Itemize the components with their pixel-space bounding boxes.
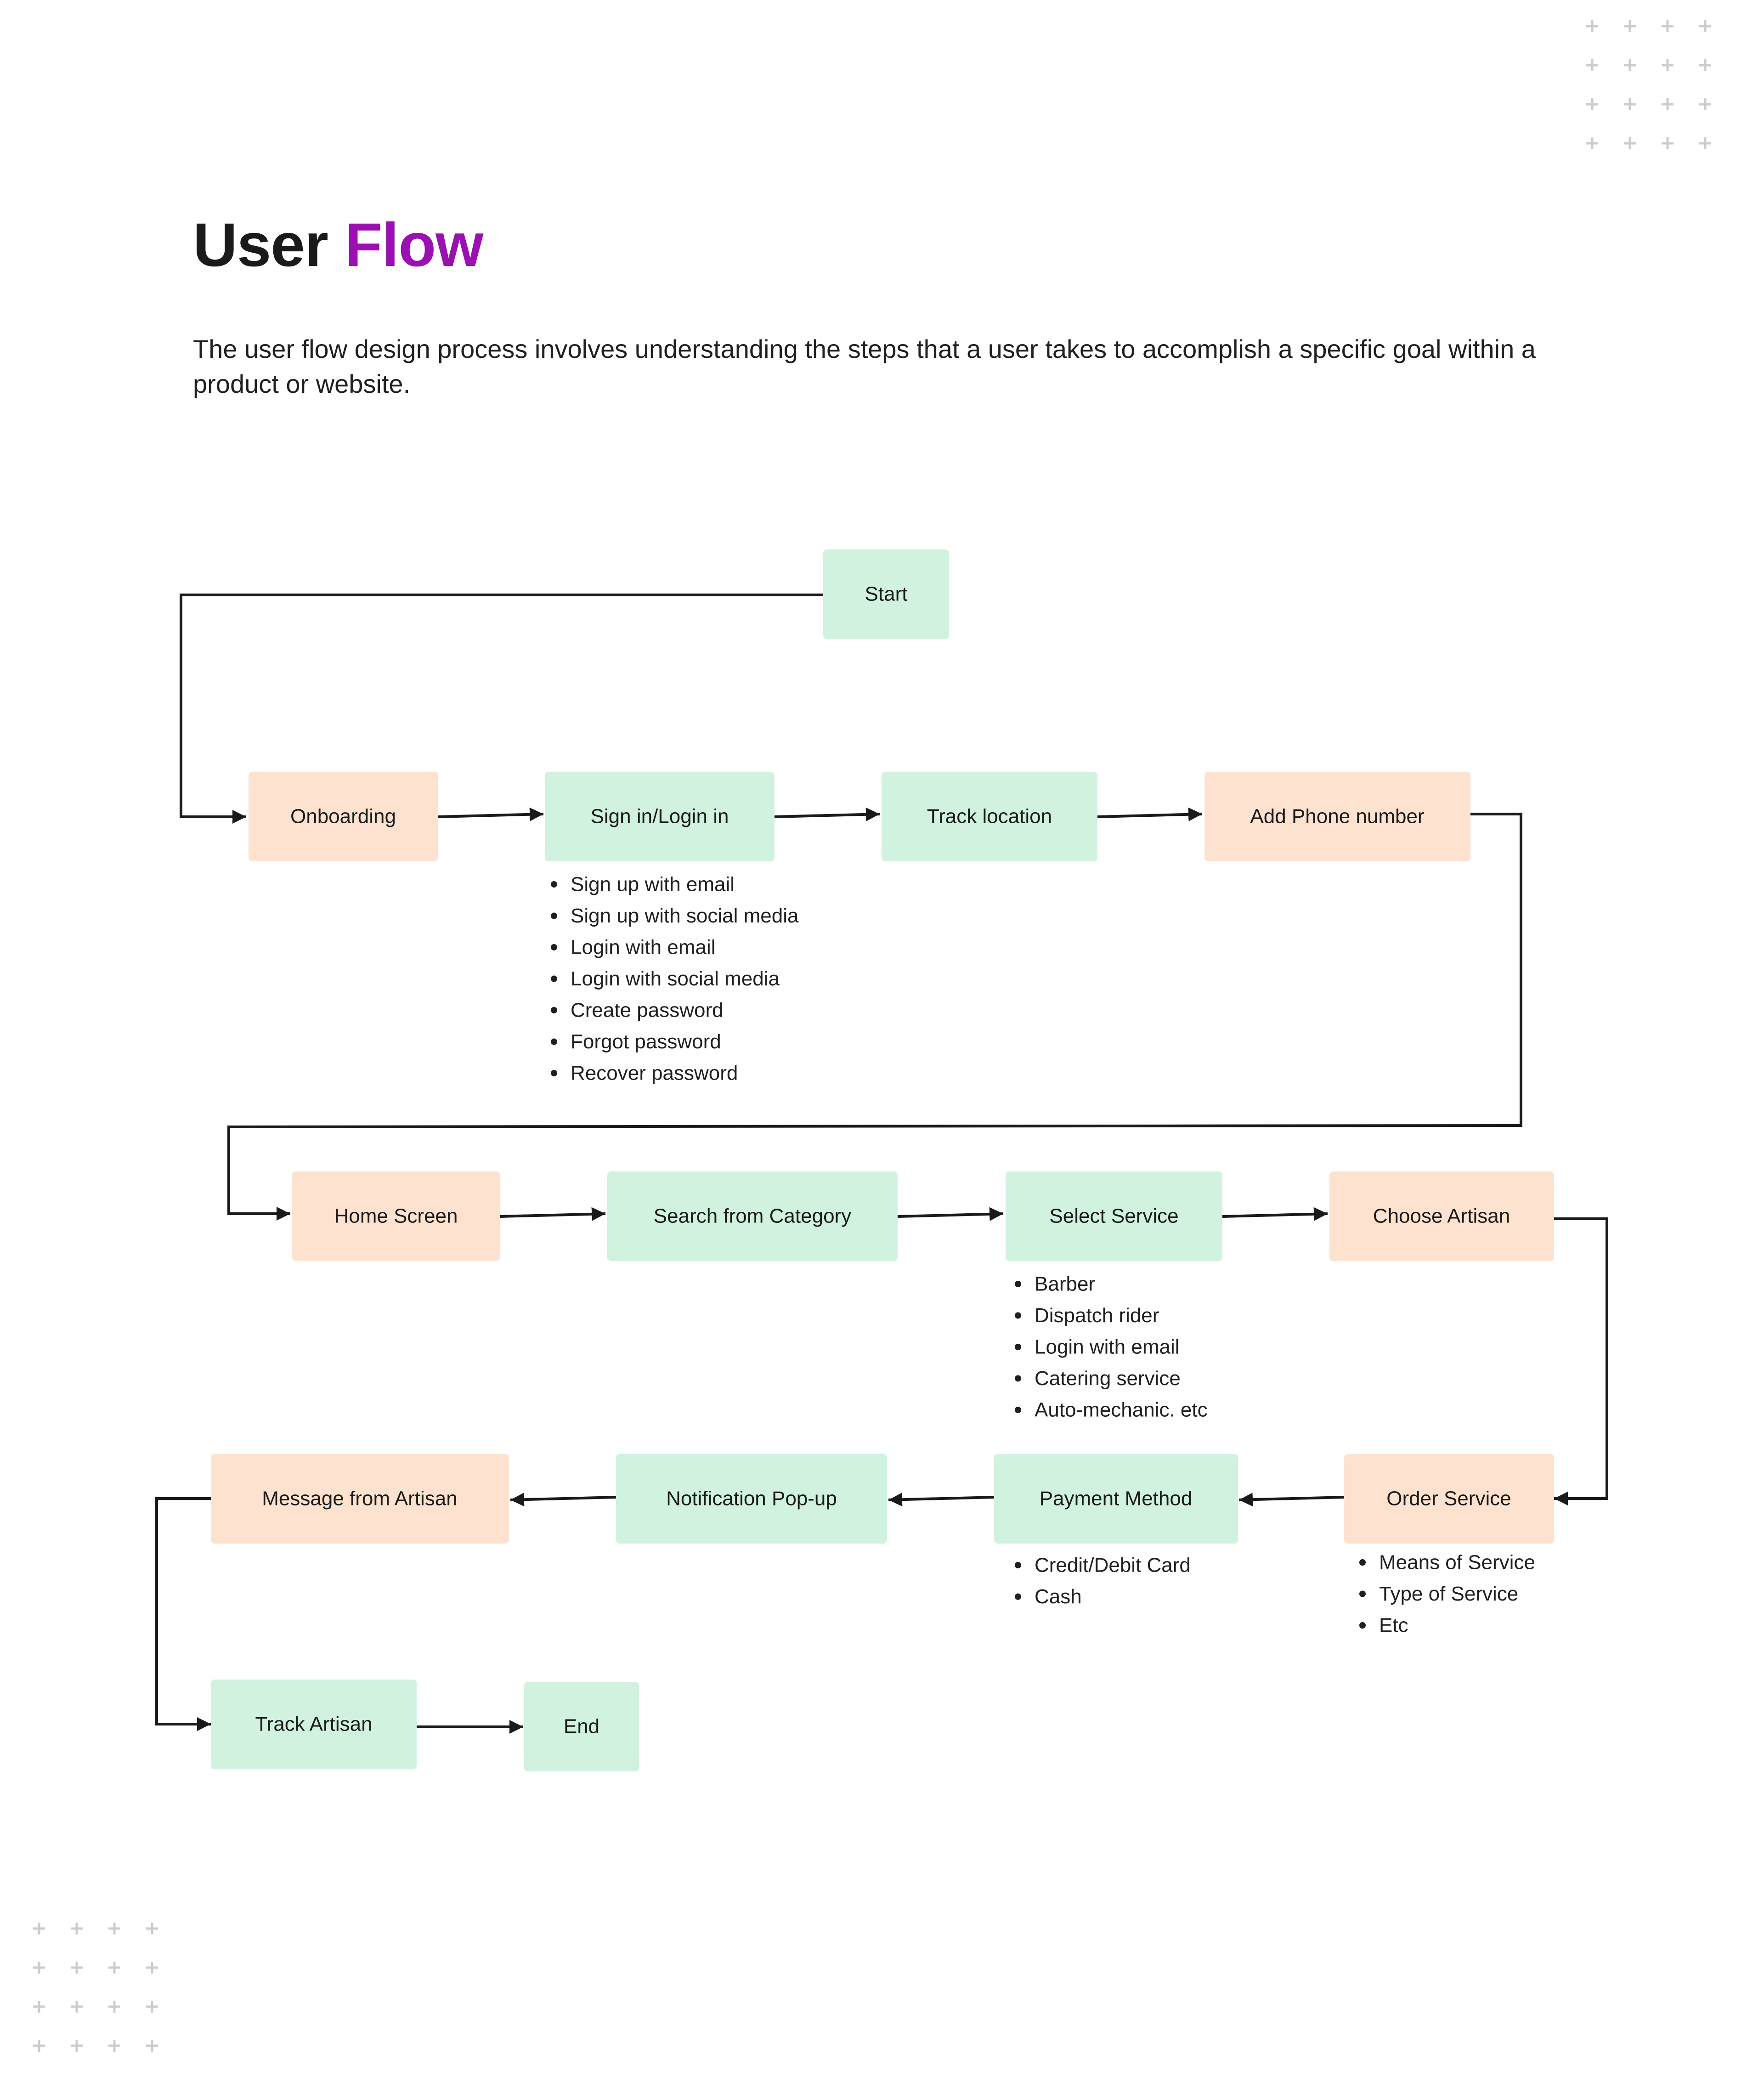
- bullet-dot: [1359, 1590, 1366, 1597]
- connector-track-location-add-phone: [1097, 807, 1203, 821]
- note-item: Dispatch rider: [1035, 1304, 1159, 1327]
- plus-pattern-top-right: [1586, 20, 1711, 149]
- bullet-dot: [551, 1038, 557, 1045]
- node-choose-artisan: Choose Artisan: [1329, 1171, 1554, 1261]
- node-select-service: Select Service: [1006, 1171, 1222, 1261]
- node-label: Track Artisan: [255, 1713, 372, 1736]
- connectors: [155, 594, 1608, 1734]
- bullet-dot: [1015, 1312, 1021, 1319]
- node-track-artisan: Track Artisan: [211, 1680, 417, 1769]
- node-label: Message from Artisan: [262, 1488, 458, 1510]
- node-add-phone-number: Add Phone number: [1204, 772, 1470, 861]
- note-item: Type of Service: [1379, 1583, 1518, 1605]
- bullet-dot: [1015, 1593, 1021, 1600]
- bullet-dot: [551, 944, 557, 950]
- note-item: Auto-mechanic. etc: [1035, 1399, 1208, 1421]
- note-item: Catering service: [1035, 1367, 1181, 1390]
- title-main: User: [193, 211, 328, 279]
- node-notification-popup: Notification Pop-up: [616, 1454, 887, 1544]
- note-item: Credit/Debit Card: [1035, 1554, 1191, 1577]
- note-item: Login with email: [571, 936, 716, 959]
- note-item: Login with social media: [571, 967, 780, 990]
- connector-start-onboarding: [180, 594, 823, 824]
- connector-message-track-artisan: [155, 1492, 225, 1731]
- connector-payment-notification: [888, 1493, 995, 1507]
- connector-signin-track-location: [774, 807, 880, 821]
- node-search-from-category: Search from Category: [607, 1171, 898, 1261]
- node-message-from-artisan: Message from Artisan: [211, 1454, 509, 1544]
- node-label: Order Service: [1386, 1488, 1511, 1510]
- bullet-dot: [1359, 1622, 1366, 1629]
- node-signin: Sign in/Login in: [545, 772, 775, 861]
- connector-select-service-choose-artisan: [1222, 1207, 1328, 1221]
- note-item: Create password: [571, 999, 724, 1022]
- note-item: Means of Service: [1379, 1551, 1535, 1574]
- bullet-dot: [1015, 1344, 1021, 1350]
- note-item: Etc: [1379, 1614, 1408, 1637]
- note-item: Forgot password: [571, 1030, 721, 1053]
- plus-pattern-bottom-left: [33, 1923, 158, 2052]
- bullet-dot: [1359, 1559, 1366, 1566]
- node-label: End: [564, 1715, 599, 1738]
- connector-search-select-service: [897, 1207, 1004, 1221]
- bullet-dot: [551, 1070, 557, 1076]
- node-label: Payment Method: [1040, 1488, 1193, 1510]
- connector-onboarding-signin: [438, 807, 544, 821]
- note-item: Sign up with social media: [571, 905, 799, 927]
- node-track-location: Track location: [882, 772, 1097, 861]
- connector-add-phone-home: [227, 813, 1522, 1221]
- node-payment-method: Payment Method: [994, 1454, 1238, 1544]
- node-label: Select Service: [1049, 1205, 1178, 1228]
- bullet-dot: [551, 1007, 557, 1013]
- node-label: Sign in/Login in: [591, 805, 729, 828]
- bullet-dot: [1015, 1281, 1021, 1287]
- node-label: Notification Pop-up: [666, 1488, 837, 1510]
- connector-notification-message: [510, 1493, 616, 1507]
- node-end: End: [524, 1682, 639, 1771]
- node-label: Track location: [927, 805, 1052, 828]
- note-item: Recover password: [571, 1062, 738, 1085]
- node-start: Start: [823, 549, 949, 639]
- connector-order-payment: [1238, 1493, 1345, 1507]
- bullet-dot: [551, 881, 557, 888]
- node-home-screen: Home Screen: [292, 1171, 500, 1261]
- node-label: Onboarding: [290, 805, 396, 828]
- note-item: Login with email: [1035, 1336, 1180, 1358]
- node-label: Home Screen: [334, 1205, 458, 1228]
- bullet-dot: [1015, 1562, 1021, 1568]
- node-label: Search from Category: [654, 1205, 851, 1228]
- bullet-dot: [551, 975, 557, 982]
- node-label: Choose Artisan: [1373, 1205, 1510, 1228]
- bullet-dot: [1015, 1407, 1021, 1413]
- note-item: Barber: [1035, 1273, 1095, 1295]
- note-item: Sign up with email: [571, 873, 735, 896]
- bullet-dot: [1015, 1375, 1021, 1382]
- connector-home-search: [499, 1207, 606, 1221]
- node-order-service: Order Service: [1344, 1454, 1554, 1544]
- connector-choose-artisan-order-service: [1540, 1212, 1608, 1505]
- node-onboarding: Onboarding: [249, 772, 438, 861]
- note-item: Cash: [1035, 1585, 1082, 1608]
- title-accent: Flow: [345, 211, 483, 279]
- page-title: User Flow: [193, 211, 483, 279]
- node-label: Start: [865, 583, 908, 605]
- node-label: Add Phone number: [1250, 805, 1424, 828]
- bullet-dot: [551, 912, 557, 919]
- page-description: The user flow design process involves un…: [193, 334, 1536, 398]
